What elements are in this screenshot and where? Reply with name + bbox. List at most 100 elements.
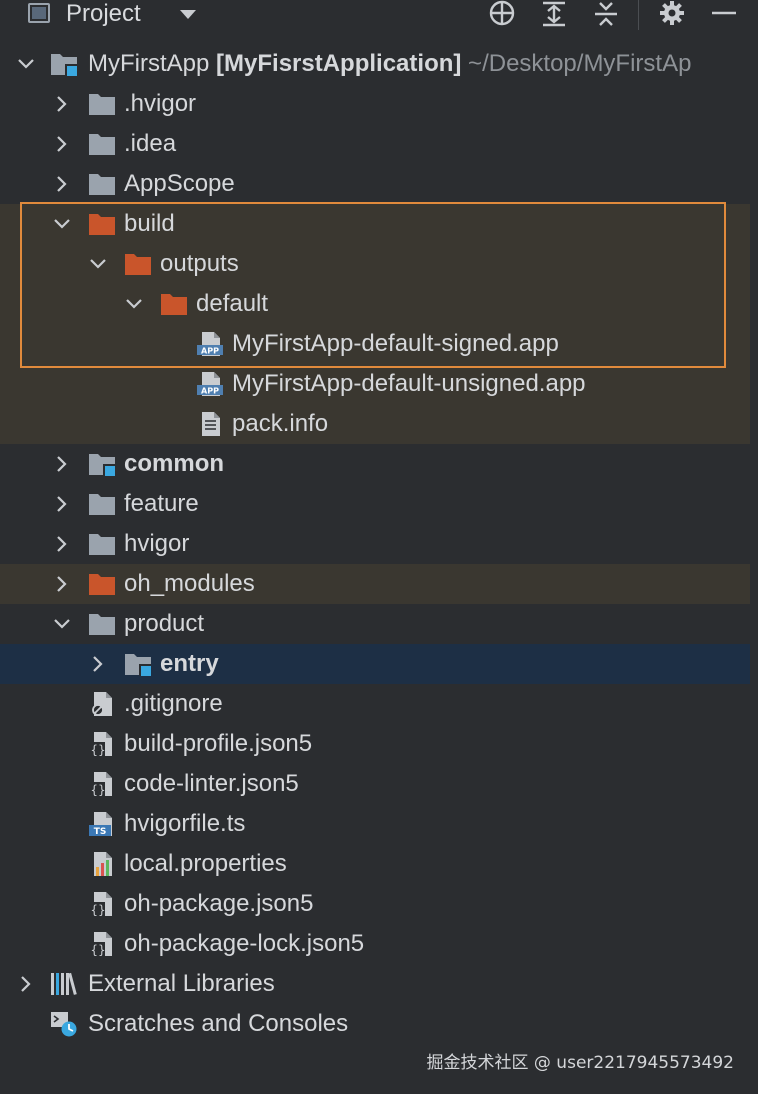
module-folder-icon [124, 651, 152, 677]
tree-item-label: build-profile.json5 [124, 729, 312, 759]
expand-all-icon[interactable] [539, 0, 569, 28]
tree-item-name: oh-package-lock.json5 [124, 930, 365, 957]
json-file-icon: {} [88, 731, 116, 757]
app-file-icon: APP [196, 331, 224, 357]
tree-item-label: default [196, 289, 268, 319]
tree-item-label: MyFirstApp [MyFisrstApplication] ~/Deskt… [88, 49, 691, 79]
chevron-right-icon[interactable] [52, 454, 72, 474]
tree-item-label: product [124, 609, 204, 639]
chevron-right-icon[interactable] [52, 574, 72, 594]
minimize-icon[interactable] [709, 0, 739, 28]
svg-text:{}: {} [90, 943, 105, 957]
tree-item[interactable]: pack.info [0, 404, 750, 444]
chevron-down-icon[interactable] [88, 254, 108, 274]
chevron-right-icon[interactable] [52, 174, 72, 194]
tree-item-label: MyFirstApp-default-unsigned.app [232, 369, 586, 399]
chevron-down-icon[interactable] [16, 54, 36, 74]
chevron-down-icon[interactable] [52, 214, 72, 234]
tree-item[interactable]: APP MyFirstApp-default-unsigned.app [0, 364, 750, 404]
folder-gray-icon [88, 91, 116, 117]
chevron-down-icon[interactable] [124, 294, 144, 314]
tree-item-name: MyFirstApp-default-unsigned.app [232, 370, 586, 397]
scratches-icon-icon [50, 1011, 78, 1037]
tree-item[interactable]: entry [0, 644, 750, 684]
tree-item-name: Scratches and Consoles [88, 1010, 349, 1037]
tree-item-name: .hvigor [124, 90, 197, 117]
module-name: [MyFisrstApplication] [216, 50, 462, 77]
tree-item[interactable]: local.properties [0, 844, 750, 884]
tree-item[interactable]: build [0, 204, 750, 244]
project-path: ~/Desktop/MyFirstAp [468, 50, 692, 77]
tree-item-label: hvigorfile.ts [124, 809, 245, 839]
chevron-right-icon[interactable] [52, 134, 72, 154]
folder-gray-icon [88, 611, 116, 637]
svg-text:{}: {} [90, 743, 105, 757]
tree-item[interactable]: .idea [0, 124, 750, 164]
tree-item[interactable]: oh_modules [0, 564, 750, 604]
locate-icon[interactable] [487, 0, 517, 28]
tree-item[interactable]: product [0, 604, 750, 644]
project-title[interactable]: Project [66, 0, 141, 27]
tree-item[interactable]: APP MyFirstApp-default-signed.app [0, 324, 750, 364]
tree-item[interactable]: feature [0, 484, 750, 524]
folder-gray-icon [88, 531, 116, 557]
folder-orange-icon [88, 571, 116, 597]
tree-item-label: code-linter.json5 [124, 769, 299, 799]
svg-text:APP: APP [201, 387, 219, 396]
tree-item[interactable]: TS hvigorfile.ts [0, 804, 750, 844]
tree-item[interactable]: .gitignore [0, 684, 750, 724]
tree-item[interactable]: Scratches and Consoles [0, 1004, 750, 1044]
tree-item[interactable]: default [0, 284, 750, 324]
tree-item-name: local.properties [124, 850, 287, 877]
tree-item[interactable]: MyFirstApp [MyFisrstApplication] ~/Deskt… [0, 44, 750, 84]
tree-item-name: MyFirstApp [88, 50, 210, 77]
tree-item[interactable]: {}oh-package.json5 [0, 884, 750, 924]
tree-item-name: common [124, 450, 225, 477]
chevron-down-icon[interactable] [180, 10, 196, 19]
tree-item-name: MyFirstApp-default-signed.app [232, 330, 559, 357]
tree-item[interactable]: {} oh-package-lock.json5 [0, 924, 750, 964]
tree-item-label: External Libraries [88, 969, 275, 999]
tree-item-name: product [124, 610, 205, 637]
tree-item-label: entry [160, 649, 219, 679]
ts-file-icon: TS [88, 811, 116, 837]
chevron-right-icon[interactable] [52, 534, 72, 554]
tree-item-label: hvigor [124, 529, 189, 559]
tree-item-name: .idea [124, 130, 177, 157]
tree-item-label: .idea [124, 129, 176, 159]
tree-item[interactable]: {} code-linter.json5 [0, 764, 750, 804]
tree-item-name: outputs [160, 250, 239, 277]
tree-item-name: hvigor [124, 530, 190, 557]
tree-item-label: oh-package.json5 [124, 889, 313, 919]
svg-text:{}: {} [90, 783, 105, 797]
chevron-right-icon[interactable] [88, 654, 108, 674]
tree-item-name: pack.info [232, 410, 329, 437]
tree-item[interactable]: hvigor [0, 524, 750, 564]
project-header: Project [0, 0, 758, 30]
module-folder-icon [88, 451, 116, 477]
folder-orange-icon [88, 211, 116, 237]
app-file-icon: APP [196, 371, 224, 397]
chevron-right-icon[interactable] [52, 494, 72, 514]
tree-item-name: default [196, 290, 269, 317]
folder-gray-icon [88, 491, 116, 517]
tree-item-name: oh-package.json5 [124, 890, 314, 917]
tree-item[interactable]: outputs [0, 244, 750, 284]
tree-item-label: common [124, 449, 224, 479]
tree-item[interactable]: common [0, 444, 750, 484]
tree-item-label: build [124, 209, 175, 239]
tree-item[interactable]: AppScope [0, 164, 750, 204]
folder-gray-icon [88, 171, 116, 197]
chevron-right-icon[interactable] [52, 94, 72, 114]
chevron-right-icon[interactable] [16, 974, 36, 994]
tree-item-name: code-linter.json5 [124, 770, 299, 797]
tree-item[interactable]: {} build-profile.json5 [0, 724, 750, 764]
collapse-all-icon[interactable] [591, 0, 621, 28]
tree-item[interactable]: External Libraries [0, 964, 750, 1004]
chevron-down-icon[interactable] [52, 614, 72, 634]
gear-icon[interactable] [657, 0, 687, 28]
watermark: 掘金技术社区 @ user2217945573492 [426, 1053, 735, 1073]
tree-item[interactable]: .hvigor [0, 84, 750, 124]
json-file-icon: {} [88, 771, 116, 797]
tree-item-name: .gitignore [124, 690, 223, 717]
